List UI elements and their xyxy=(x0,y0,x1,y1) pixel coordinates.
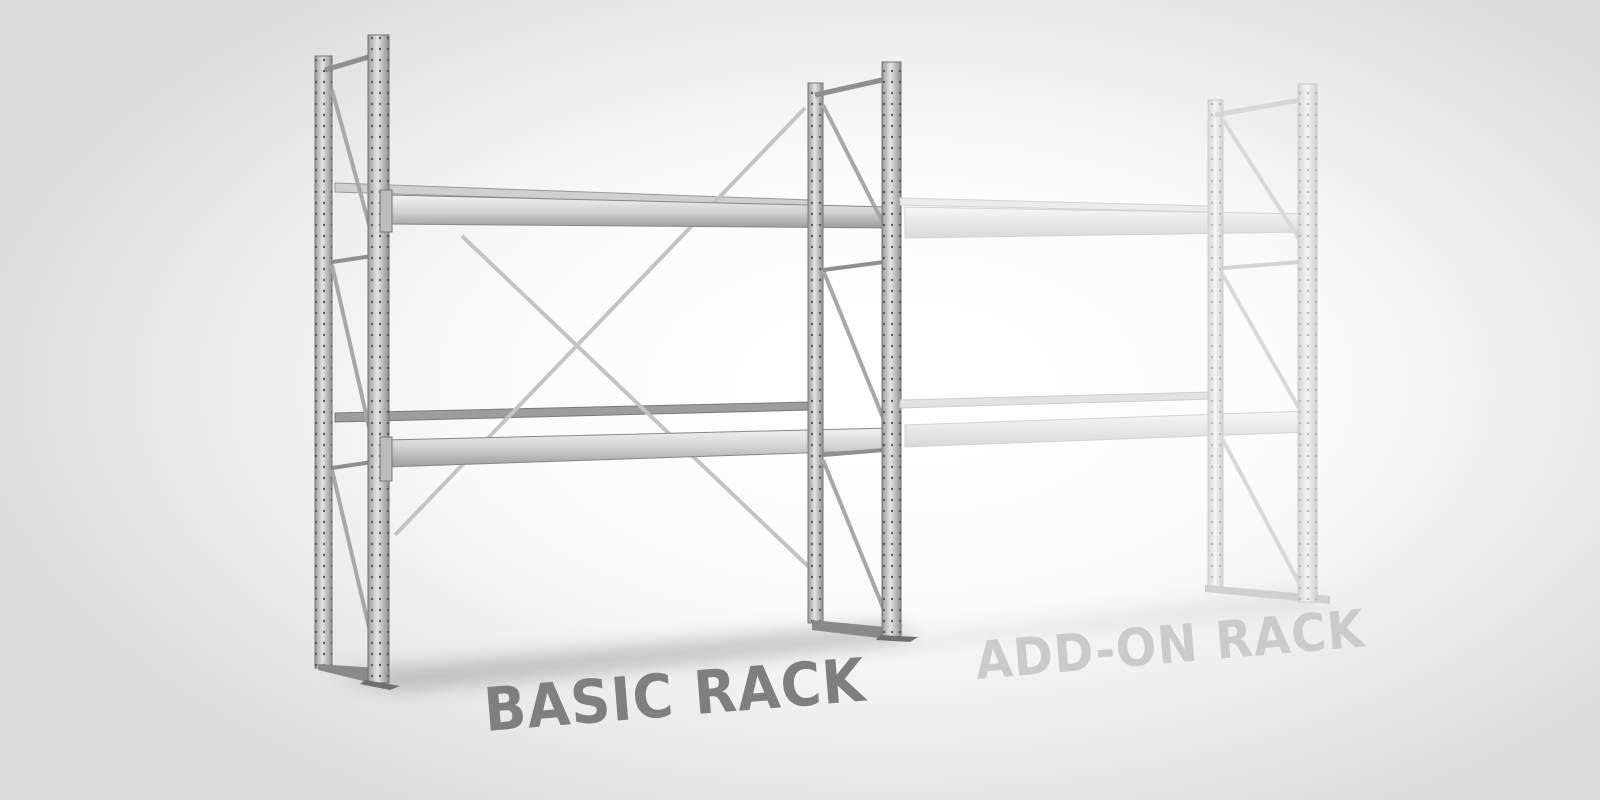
add-on-front-beams xyxy=(904,206,1309,448)
add-on-frame xyxy=(1205,83,1330,604)
left-frame xyxy=(314,34,400,690)
cross-bracing xyxy=(393,106,814,572)
add-on-rack xyxy=(899,83,1330,604)
middle-frame xyxy=(807,61,918,642)
basic-rack xyxy=(314,34,918,690)
floor-shadow xyxy=(330,595,1340,690)
